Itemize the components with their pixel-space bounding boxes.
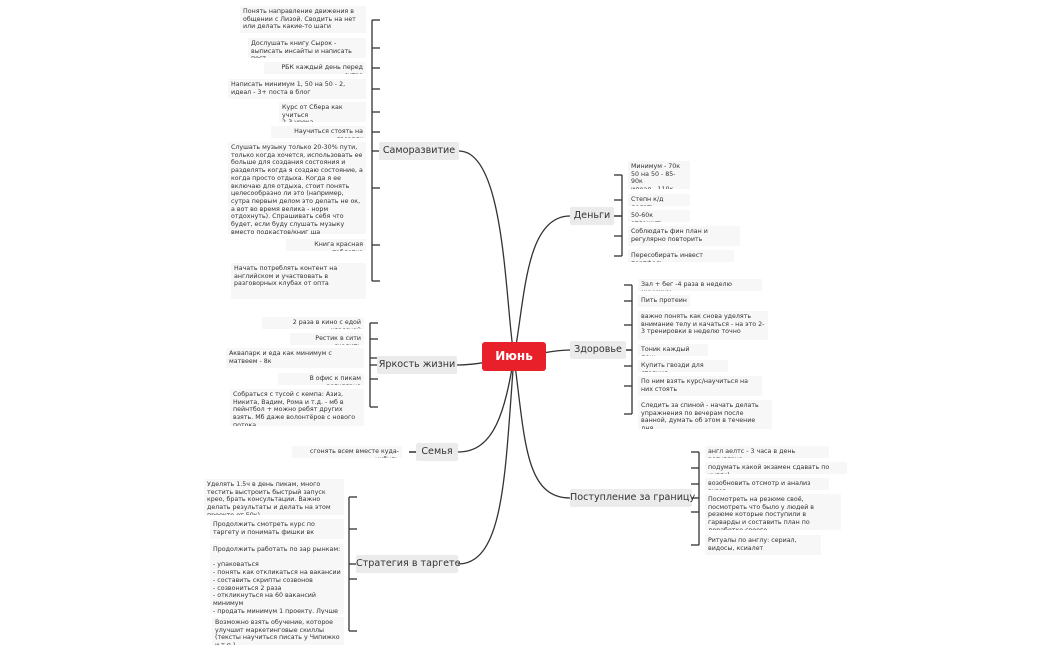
branch-postuplenie[interactable]: Поступление за границу: [570, 489, 695, 507]
branch-yarkost[interactable]: Яркость жизни: [377, 356, 457, 374]
leaf-dengi-3[interactable]: 50-60к отложить: [628, 210, 690, 222]
leaf-samorazvitie-9[interactable]: Начать потреблять контент на английском …: [231, 263, 366, 299]
leaf-samorazvitie-4[interactable]: Написать минимум 1, 50 на 50 - 2, идеал …: [228, 79, 366, 99]
leaf-zdorovie-4[interactable]: Тоник каждый день: [638, 344, 708, 356]
leaf-dengi-1[interactable]: Минимум - 70к 50 на 50 - 85-90к идеал - …: [628, 161, 690, 189]
leaf-samorazvitie-8[interactable]: Книга красная таблетка: [286, 239, 366, 251]
leaf-yarkost-3[interactable]: Аквапарк и еда как минимум с матвеем - 8…: [226, 348, 364, 368]
leaf-postuplenie-1[interactable]: англ аелтс - 3 часа в день регулярно: [705, 446, 829, 458]
root-node[interactable]: Июнь: [482, 342, 546, 371]
leaf-postuplenie-3[interactable]: возобновить отсмотр и анализ вузов: [705, 478, 829, 490]
leaf-samorazvitie-7[interactable]: Слушать музыку только 20-30% пути, тольк…: [228, 142, 366, 234]
leaf-zdorovie-6[interactable]: По ним взять курс/научиться на них стоят…: [638, 376, 762, 396]
leaf-zdorovie-3[interactable]: важно понять как снова уделять внимание …: [638, 311, 768, 340]
leaf-dengi-4[interactable]: Соблюдать фин план и регулярно повторить: [628, 226, 740, 246]
branch-strategiya[interactable]: Стратегия в таргете: [356, 555, 461, 573]
link-dengi: [513, 215, 571, 358]
leaf-zdorovie-5[interactable]: Купить гвозди для стояния: [638, 360, 728, 372]
leaf-strategiya-2[interactable]: Продолжить смотреть курс по таргету и по…: [210, 519, 344, 539]
branch-dengi[interactable]: Деньги: [570, 207, 614, 225]
leaf-strategiya-4[interactable]: Возможно взять обучение, которое улучшит…: [212, 617, 344, 645]
leaf-zdorovie-1[interactable]: Зал + бег -4 раза в неделю минимум: [638, 279, 762, 291]
leaf-postuplenie-2[interactable]: подумать какой экзамен сдавать по инглу): [705, 462, 847, 474]
leaf-postuplenie-5[interactable]: Ритуалы по англу: сериал, видосы, ксиале…: [705, 535, 821, 555]
leaf-zdorovie-7[interactable]: Следить за спиной - начать делать упражн…: [638, 400, 772, 429]
leaf-strategiya-1[interactable]: Уделять 1.5ч в день пикам, много тестить…: [204, 479, 344, 515]
leaf-dengi-5[interactable]: Пересобирать инвест портфель: [628, 250, 734, 262]
leaf-yarkost-2[interactable]: Рестик в сити сходить: [290, 333, 364, 345]
leaf-samorazvitie-2[interactable]: Дослушать книгу Сырок - выписать инсайты…: [248, 38, 366, 58]
link-samorazvitie: [458, 150, 515, 358]
branch-samorazvitie[interactable]: Саморазвитие: [379, 142, 459, 160]
leaf-postuplenie-4[interactable]: Посмотреть на резюме своё, посмотреть чт…: [705, 494, 841, 530]
leaf-samorazvitie-5[interactable]: Курс от Сбера как учиться 2-3 урока: [279, 102, 366, 122]
leaf-dengi-2[interactable]: Степн к/д делать: [628, 194, 690, 206]
link-postuplenie: [513, 356, 571, 499]
link-semya: [457, 356, 515, 453]
leaf-samorazvitie-6[interactable]: Научиться стоять на гвоздях: [271, 126, 366, 138]
leaf-semya-1[interactable]: сгонять всем вместе куда-нибудь: [292, 446, 402, 458]
leaf-samorazvitie-3[interactable]: РБК каждый день перед сутра: [264, 62, 366, 74]
leaf-yarkost-4[interactable]: В офис к пикам регулярно: [278, 373, 364, 385]
branch-zdorovie[interactable]: Здоровье: [570, 341, 626, 359]
leaf-strategiya-3[interactable]: Продолжить работать по зар рынкам: - упа…: [210, 544, 344, 614]
branch-semya[interactable]: Семья: [416, 443, 458, 461]
leaf-zdorovie-2[interactable]: Пить протеин: [638, 295, 690, 307]
leaf-yarkost-1[interactable]: 2 раза в кино с едой классной: [262, 317, 364, 329]
leaf-samorazvitie-1[interactable]: Понять направление движения в общении с …: [240, 6, 366, 33]
leaf-yarkost-5[interactable]: Собраться с тусой с кемпа: Азиз, Никита,…: [230, 389, 364, 426]
link-strategiya: [457, 356, 515, 565]
